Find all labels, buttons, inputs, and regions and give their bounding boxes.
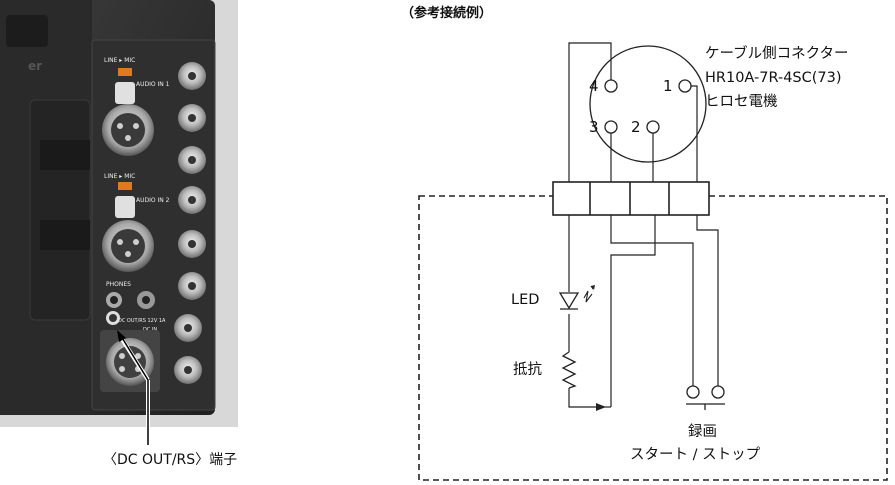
resistor-label: 抵抗: [513, 362, 542, 378]
switch-label-record: 録画: [688, 424, 717, 440]
external-circuit-enclosure: [418, 195, 888, 481]
audio1-switch-label: LINE ▸ MIC: [104, 57, 135, 64]
dc-out-rs-terminal-caption: 〈DC OUT/RS〉端子: [103, 452, 238, 468]
pin-3-socket: [604, 120, 618, 134]
led-symbol: [558, 285, 595, 310]
audio1-line-mic-switch: [118, 68, 132, 76]
pin-2-socket: [646, 120, 660, 134]
connector-maker: ヒロセ電機: [705, 94, 778, 110]
pin-1-label: 1: [663, 77, 673, 95]
connector-type: ケーブル側コネクター: [705, 46, 849, 62]
connector-model: HR10A-7R-4SC(73): [705, 70, 842, 86]
pin-1-socket: [678, 79, 692, 93]
terminal-block: [552, 181, 710, 216]
pin-4-socket: [604, 79, 618, 93]
audio2-line-mic-switch: [118, 182, 132, 190]
pin-4-label: 4: [589, 77, 599, 95]
pin-3-label: 3: [589, 118, 599, 136]
audio2-switch-label: LINE ▸ MIC: [104, 173, 135, 180]
cable-side-connector: [589, 45, 707, 163]
svg-text:er: er: [28, 59, 42, 73]
audio-in1-label: AUDIO IN 1: [136, 81, 170, 88]
connector-name-label: ケーブル側コネクター HR10A-7R-4SC(73) ヒロセ電機: [705, 42, 849, 114]
switch-label-start-stop: スタート / ストップ: [630, 447, 761, 463]
camera-panel-illustration: er LINE ▸ MIC AUDIO IN 1 LINE ▸ MIC AUDI…: [0, 0, 238, 427]
pin-2-label: 2: [631, 118, 641, 136]
phones-label: PHONES: [106, 281, 131, 288]
dc-out-rs-label: DC OUT/RS 12V 1A: [118, 318, 166, 324]
connector-wires: [568, 42, 698, 182]
camera-rear-panel-photo: er LINE ▸ MIC AUDIO IN 1 LINE ▸ MIC AUDI…: [0, 0, 238, 427]
bnc-connectors: [174, 62, 206, 384]
led-label: LED: [511, 292, 540, 308]
connection-example-title: （参考接続例）: [401, 6, 493, 21]
record-start-stop-switch: [686, 385, 725, 410]
resistor-symbol: [561, 351, 577, 389]
audio-in2-label: AUDIO IN 2: [136, 197, 170, 204]
circuit-wires: [568, 215, 719, 408]
